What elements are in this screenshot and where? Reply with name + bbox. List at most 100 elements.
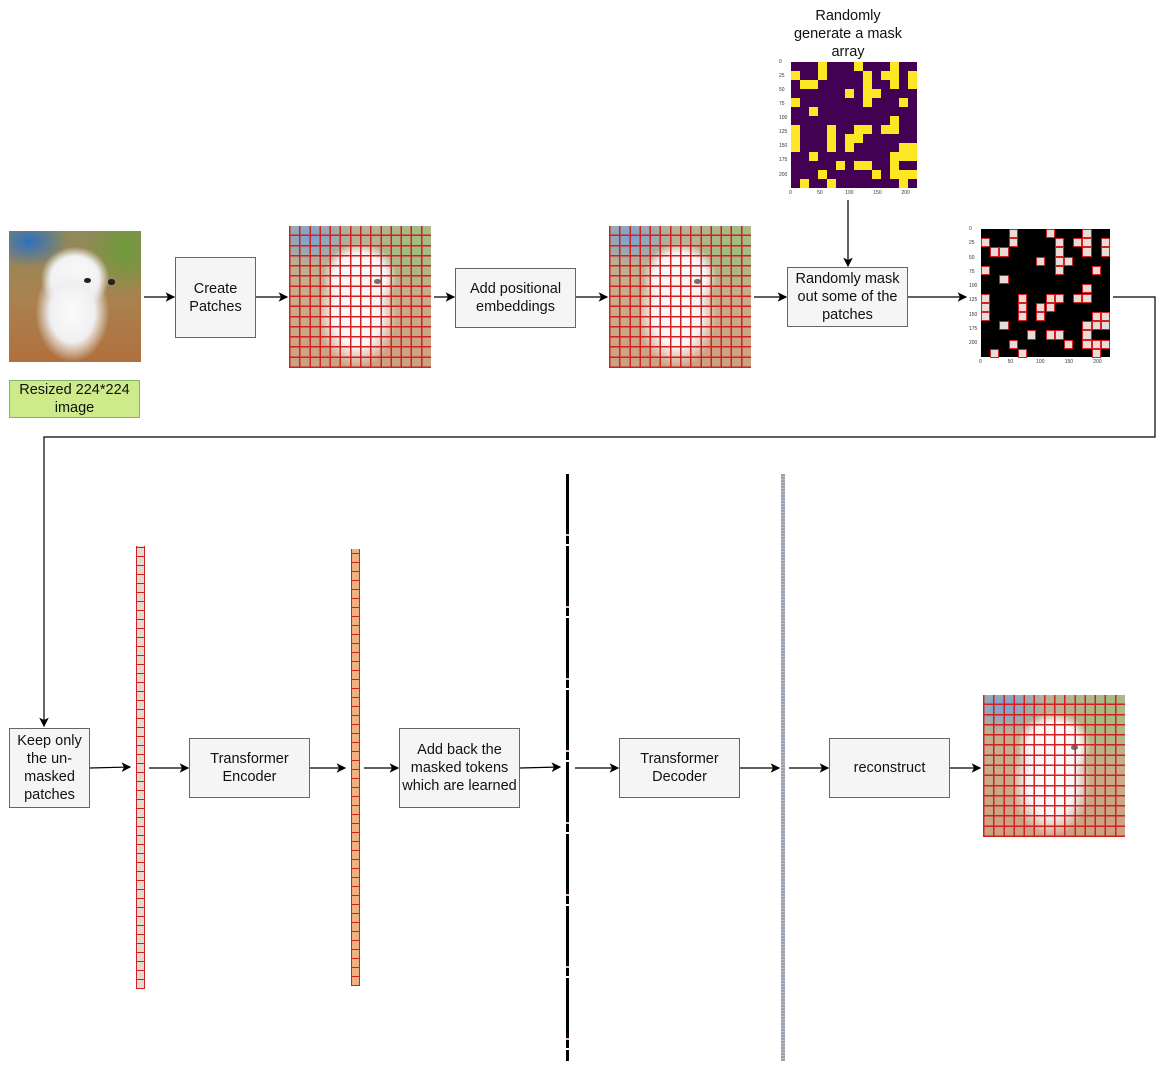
- mask-cell: [1008, 229, 1018, 239]
- mask-cell: [1082, 321, 1092, 331]
- mask-cell: [1017, 348, 1028, 358]
- reconstruct-box: reconstruct: [829, 738, 950, 798]
- y-tick-label: 150: [969, 311, 978, 318]
- mask-cell: [791, 71, 800, 80]
- mask-cell: [854, 161, 863, 170]
- mask-cell: [1054, 256, 1064, 266]
- mask-cell: [791, 143, 800, 152]
- mask-cell: [1082, 229, 1092, 239]
- mask-cell: [791, 98, 800, 107]
- y-tick-label: 50: [779, 87, 785, 94]
- x-tick-label: 150: [1064, 359, 1074, 365]
- mask-cell: [1008, 238, 1018, 248]
- mask-cell: [890, 80, 899, 89]
- mask-cell: [818, 170, 827, 179]
- mask-cell: [1082, 284, 1092, 294]
- mask-cell: [1091, 348, 1101, 358]
- mask-cell: [908, 71, 917, 80]
- mask-cell: [899, 152, 908, 161]
- mask-cell: [1100, 247, 1110, 257]
- add-back-masked-tokens-box: Add back the masked tokens which are lea…: [399, 728, 520, 808]
- mask-cell: [990, 348, 1000, 358]
- reconstructed-image: [983, 695, 1125, 837]
- mask-cell: [908, 152, 917, 161]
- y-tick-label: 100: [969, 283, 978, 290]
- mask-cell: [1082, 293, 1092, 303]
- mask-cell: [890, 161, 899, 170]
- x-tick-label: 200: [1093, 359, 1102, 365]
- mask-cell: [908, 80, 917, 89]
- y-tick-label: 0: [969, 226, 972, 232]
- mask-cell: [818, 71, 827, 80]
- mask-cell: [1017, 293, 1028, 303]
- mask-cell: [863, 89, 872, 98]
- mask-cell: [999, 247, 1009, 257]
- mask-cell: [1073, 238, 1083, 248]
- mask-cell: [990, 247, 1000, 257]
- y-tick-label: 125: [779, 129, 788, 136]
- encoded-token-sequence: [351, 549, 360, 986]
- mask-cell: [791, 125, 800, 134]
- mask-cell: [899, 170, 908, 179]
- y-tick-label: 75: [779, 101, 785, 108]
- mask-cell: [1036, 256, 1046, 266]
- mask-cell: [1082, 339, 1092, 349]
- mask-cell: [863, 80, 872, 89]
- mask-cell: [1036, 311, 1046, 322]
- y-tick-label: 200: [779, 171, 788, 178]
- y-tick-label: 50: [969, 254, 975, 261]
- mask-cell: [981, 302, 991, 312]
- mask-cell: [863, 71, 872, 80]
- mask-cell: [827, 179, 836, 188]
- mask-cell: [854, 62, 863, 71]
- mask-cell: [800, 179, 809, 188]
- mask-cell: [845, 134, 854, 143]
- mask-cell: [1054, 293, 1064, 303]
- transformer-encoder-box: Transformer Encoder: [189, 738, 310, 798]
- embedded-patched-image: [609, 226, 751, 368]
- mask-cell: [800, 80, 809, 89]
- mask-cell: [908, 143, 917, 152]
- y-tick-label: 100: [779, 115, 788, 122]
- mask-cell: [1091, 265, 1101, 276]
- y-tick-label: 175: [779, 157, 788, 164]
- mask-cell: [1045, 293, 1055, 303]
- mask-cell: [999, 275, 1009, 285]
- x-tick-label: 50: [817, 190, 823, 196]
- create-patches-box: Create Patches: [175, 257, 256, 338]
- x-tick-label: 200: [901, 190, 910, 196]
- mask-cell: [1045, 229, 1055, 239]
- mask-cell: [881, 71, 890, 80]
- mask-cell: [1036, 302, 1046, 312]
- mask-cell: [1082, 238, 1092, 248]
- patched-image: [289, 226, 431, 368]
- mask-cell: [1100, 339, 1110, 349]
- mask-cell: [890, 125, 899, 134]
- masked-image: [981, 229, 1110, 358]
- x-tick-label: 50: [1007, 359, 1014, 365]
- mask-cell: [1091, 339, 1101, 349]
- mask-cell: [809, 152, 818, 161]
- mask-cell: [809, 107, 818, 116]
- transformer-decoder-box: Transformer Decoder: [619, 738, 740, 798]
- y-tick-label: 25: [779, 73, 785, 80]
- y-tick-label: 75: [969, 268, 975, 275]
- mask-cell: [890, 170, 899, 179]
- mask-cell: [863, 161, 872, 170]
- x-tick-label: 0: [979, 359, 982, 365]
- mask-cell: [845, 143, 854, 152]
- unmasked-patch-sequence: [136, 546, 145, 989]
- mask-cell: [872, 89, 881, 98]
- mask-cell: [827, 143, 836, 152]
- y-tick-label: 175: [969, 326, 978, 332]
- mask-cell: [981, 238, 991, 248]
- mask-cell: [890, 152, 899, 161]
- mask-cell: [854, 134, 863, 143]
- mask-cell: [1100, 321, 1110, 331]
- decoded-token-sequence: [781, 474, 785, 1061]
- mask-cell: [1091, 311, 1101, 322]
- add-positional-embeddings-box: Add positional embeddings: [455, 268, 576, 328]
- full-token-sequence: [566, 474, 569, 1061]
- mask-cell: [899, 179, 908, 188]
- random-mask-box: Randomly mask out some of the patches: [787, 267, 908, 327]
